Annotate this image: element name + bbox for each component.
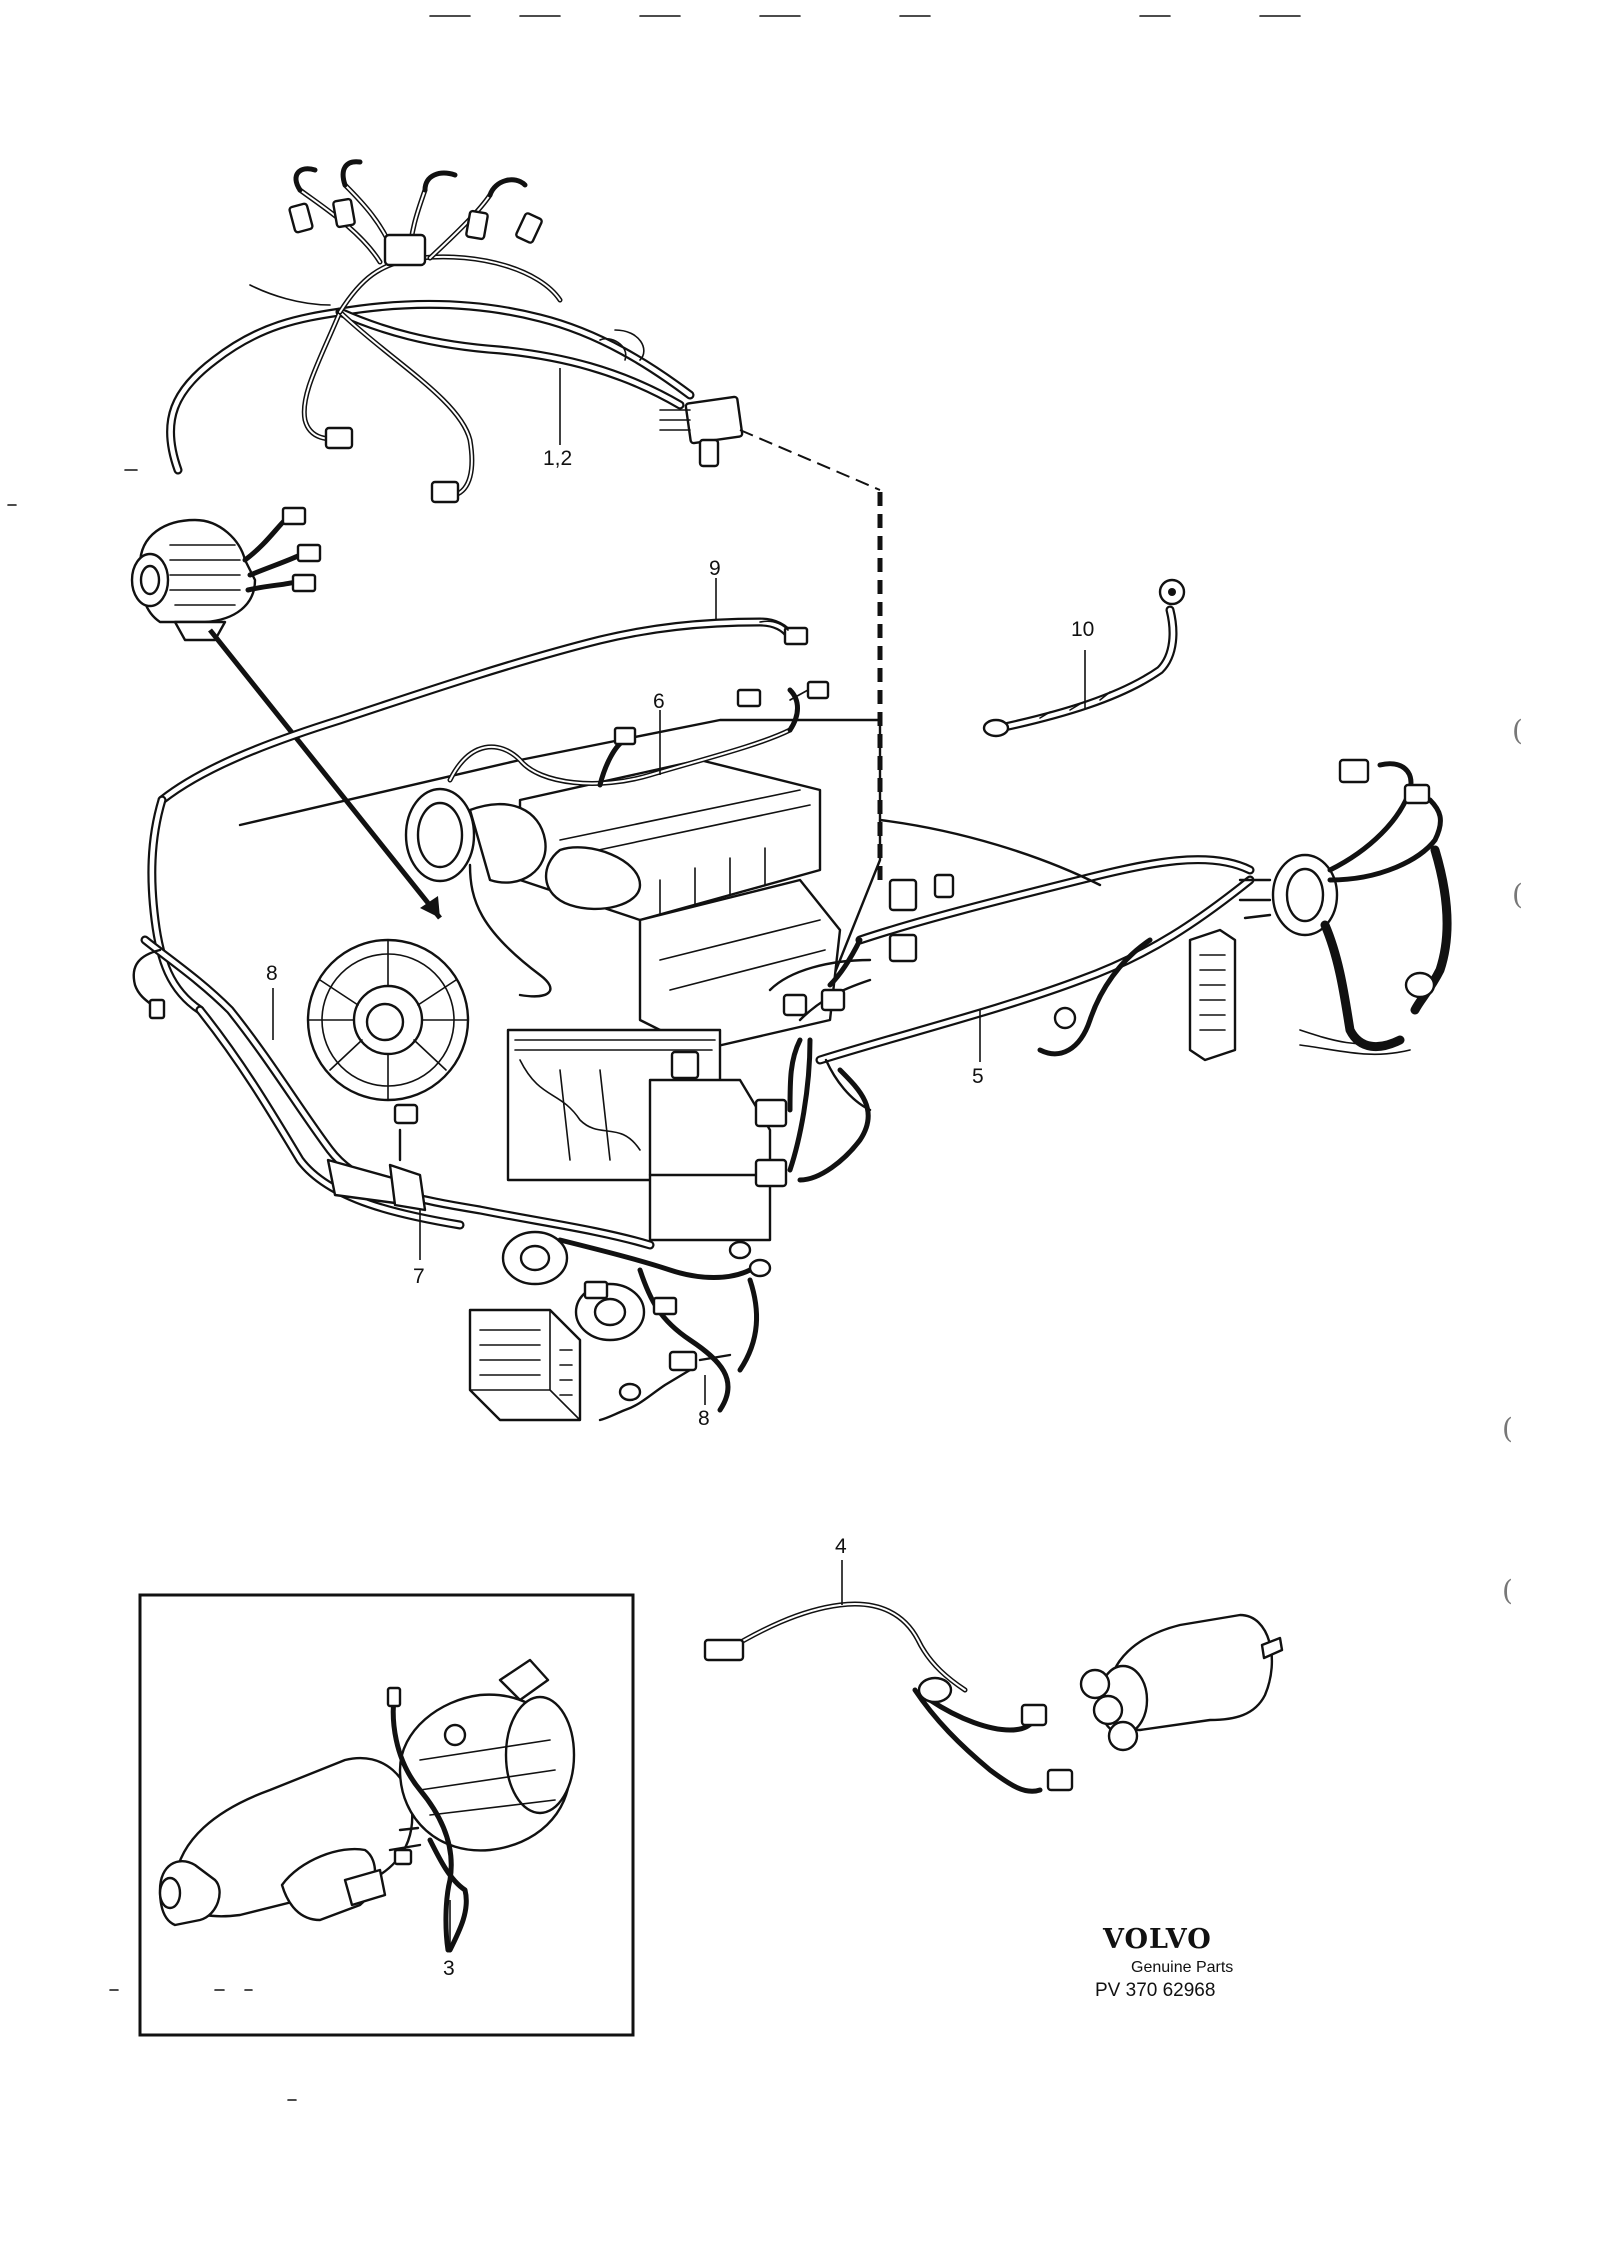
harness-8-left xyxy=(132,795,655,1250)
harness-6 xyxy=(447,680,830,788)
part-number: PV 370 62968 xyxy=(1095,1980,1215,2001)
callout-10: 10 xyxy=(1071,618,1094,641)
connection-dash-top xyxy=(739,429,881,491)
callout-8-left: 8 xyxy=(266,962,278,985)
callout-6: 6 xyxy=(653,690,665,713)
margin-mark-1: ( xyxy=(1512,714,1523,747)
callout-8-lower: 8 xyxy=(698,1407,710,1430)
brand-logo: VOLVO xyxy=(1102,1924,1212,1955)
distributor-part xyxy=(130,506,322,642)
callout-9: 9 xyxy=(709,557,721,580)
callout-4: 4 xyxy=(835,1535,847,1558)
ignition-coil-cable-4 xyxy=(703,1601,1284,1794)
brand-tagline: Genuine Parts xyxy=(1131,1959,1233,1976)
pointer-arrow-head xyxy=(420,896,440,918)
margin-mark-4: ( xyxy=(1502,1574,1513,1607)
harness-8-lower xyxy=(557,1237,772,1422)
battery-cable-10 xyxy=(982,578,1186,738)
harness-5 xyxy=(670,758,1452,1188)
callout-7: 7 xyxy=(413,1265,425,1288)
engine-assembly xyxy=(238,718,882,1422)
callout-1-2: 1,2 xyxy=(543,447,572,470)
callout-3: 3 xyxy=(443,1957,455,1980)
pointer-arrow xyxy=(208,628,442,920)
engine-harness-1-2 xyxy=(166,159,744,504)
scan-marks xyxy=(7,15,1301,2101)
inset-starter-motor xyxy=(138,1593,635,2037)
cable-9 xyxy=(157,617,809,805)
margin-mark-3: ( xyxy=(1502,1412,1513,1445)
callout-5: 5 xyxy=(972,1065,984,1088)
margin-mark-2: ( xyxy=(1512,878,1523,911)
